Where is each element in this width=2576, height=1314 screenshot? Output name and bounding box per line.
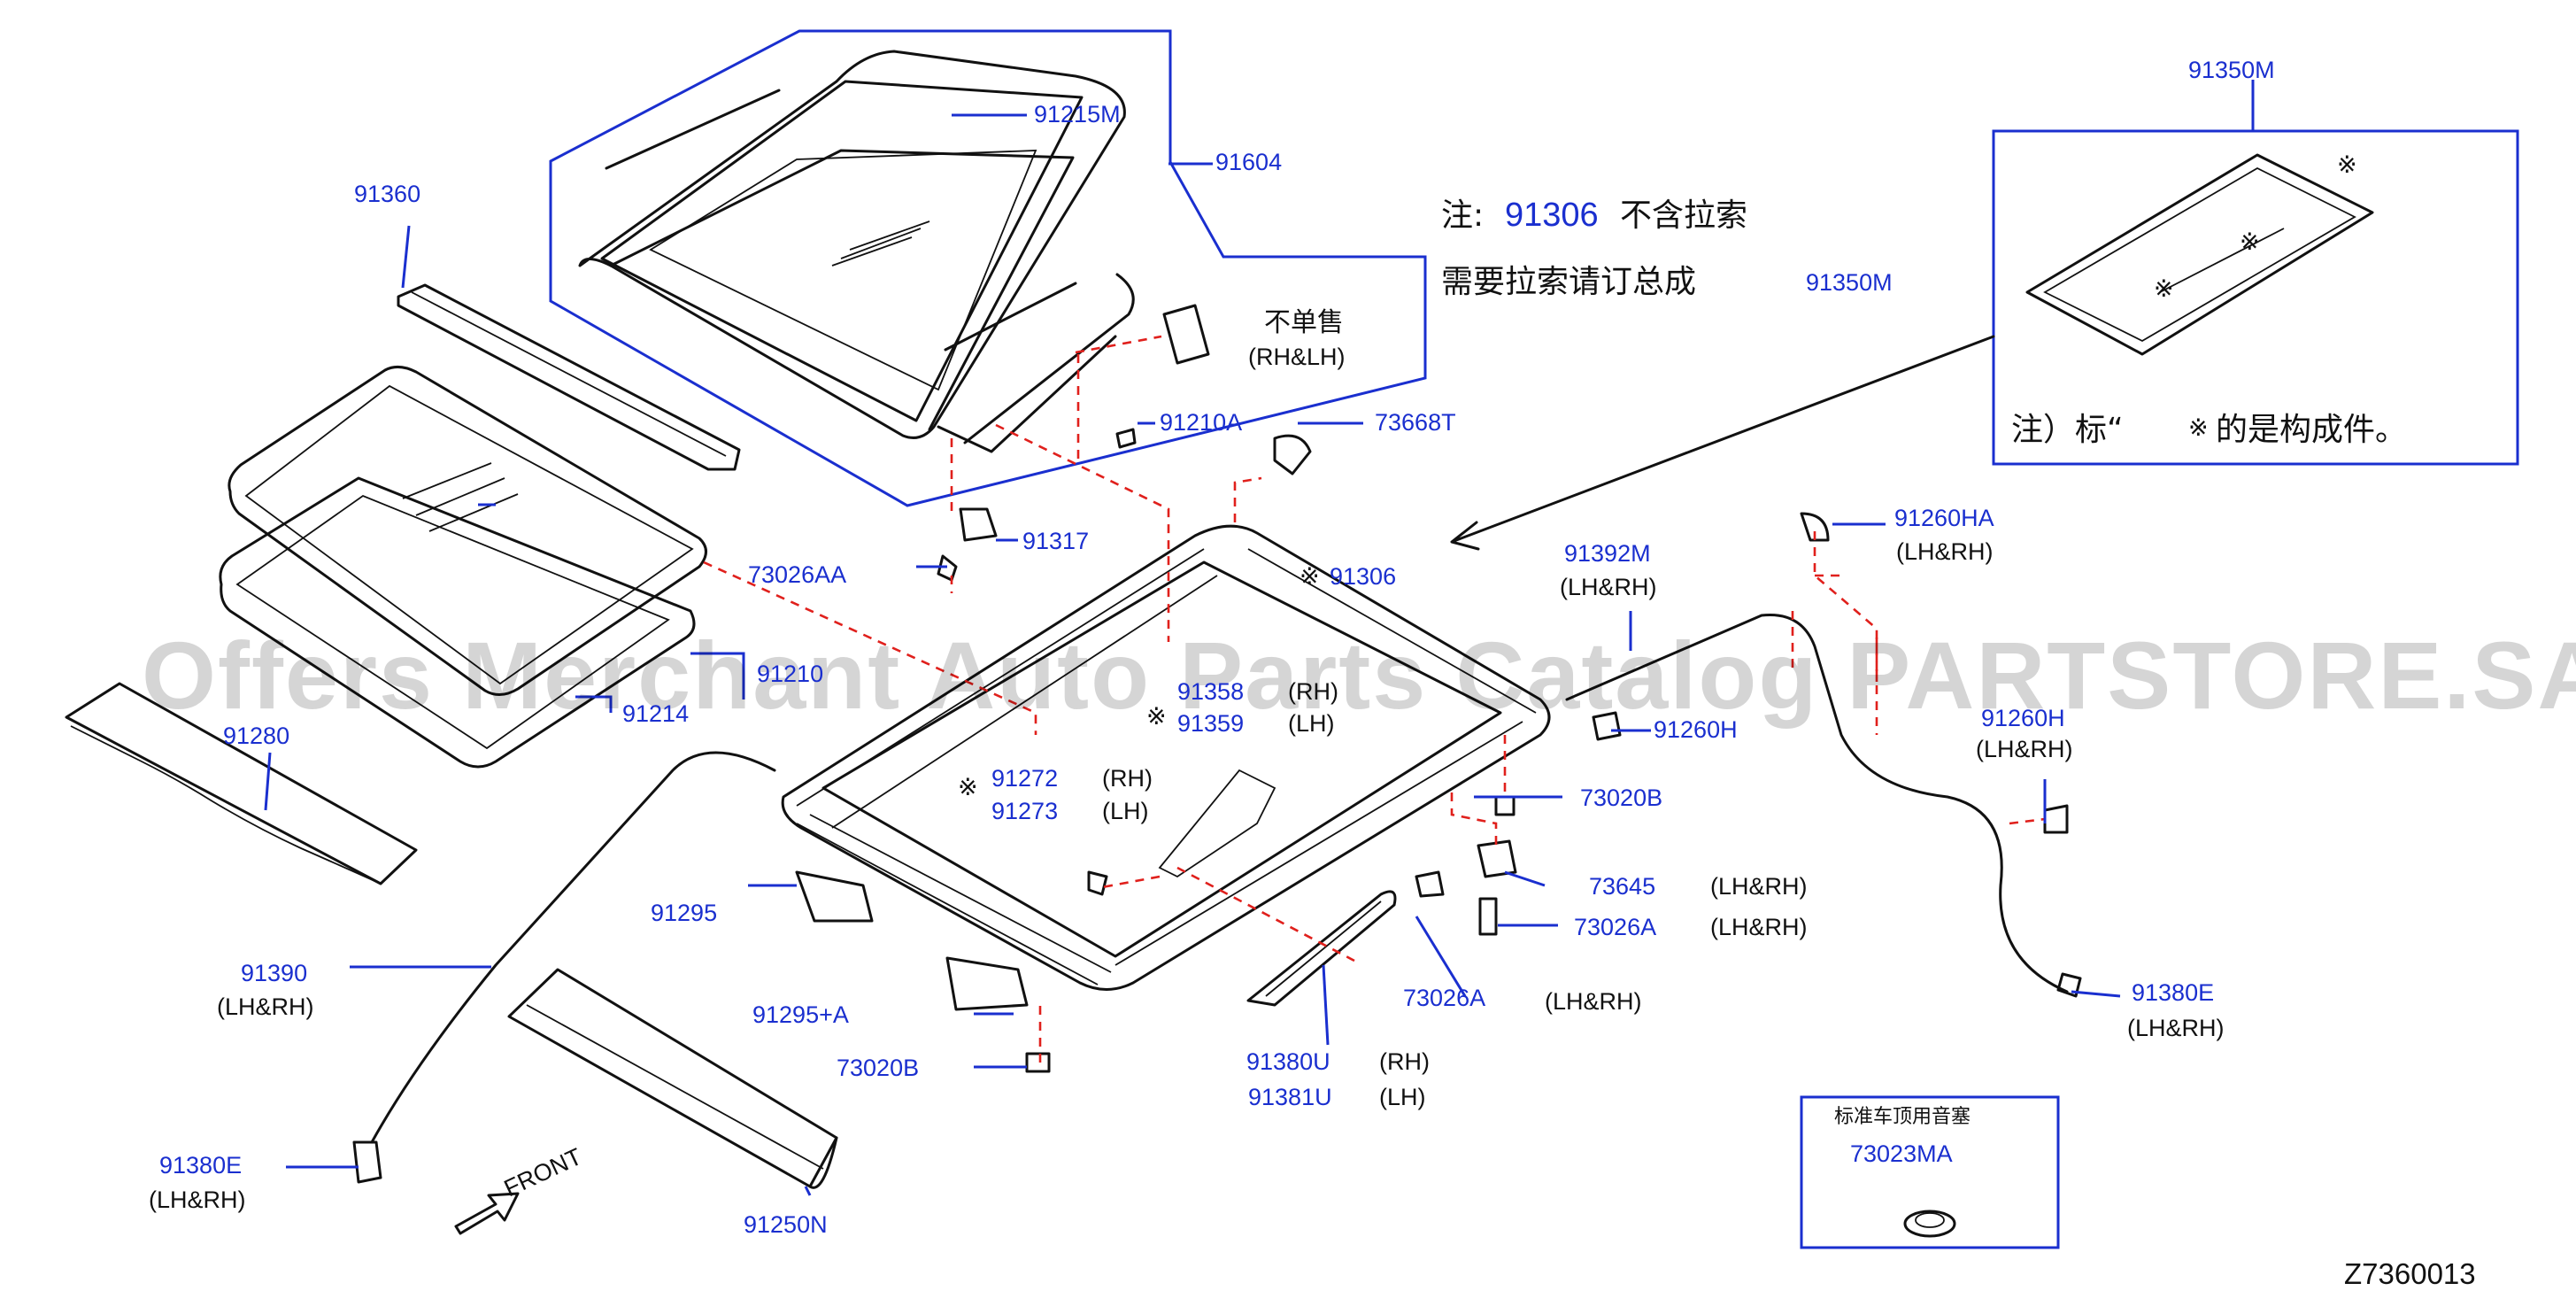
- note-part: 91306: [1505, 197, 1599, 234]
- callout-73020B-a: 73020B: [1580, 785, 1662, 811]
- callout-91295A: 91295+A: [752, 1001, 849, 1028]
- inset-title-part: 91350M: [2188, 57, 2275, 83]
- callout-91359: 91359: [1177, 710, 1244, 737]
- callout-91392M-side: (LH&RH): [1560, 574, 1657, 600]
- callout-91390-side: (LH&RH): [217, 993, 314, 1020]
- glass-assembly: [578, 50, 1135, 453]
- callout-91380E-l-side: (LH&RH): [149, 1186, 246, 1213]
- callout-91214: 91214: [622, 700, 689, 727]
- callout-91381U: 91381U: [1248, 1084, 1332, 1110]
- callout-91260H-b-side: (LH&RH): [1976, 736, 2073, 762]
- glass-assembly-frame: [549, 29, 1427, 507]
- assembly-lines: [703, 335, 2046, 1063]
- note-ref: 91350M: [1806, 269, 1893, 296]
- callout-91317: 91317: [1022, 528, 1089, 554]
- callout-73026A-b: 73026A: [1403, 985, 1485, 1011]
- callout-91360: 91360: [354, 181, 420, 207]
- callout-91392M: 91392M: [1564, 540, 1651, 567]
- sunroof-frame: [781, 524, 1551, 991]
- drain-hose-right: [1565, 613, 2069, 993]
- callout-73645-side: (LH&RH): [1710, 873, 1808, 900]
- callout-73026A-a: 73026A: [1574, 914, 1656, 940]
- callout-91380U-side: (RH): [1379, 1048, 1430, 1075]
- callout-73668T: 73668T: [1375, 409, 1456, 436]
- leader-lines: [264, 80, 2255, 1196]
- note-line2: 需要拉索请订总成: [1441, 264, 1696, 300]
- std-box-part: 73023MA: [1850, 1140, 1953, 1167]
- inset-mark-2: ※: [2240, 228, 2260, 255]
- callout-91272: 91272: [991, 765, 1058, 792]
- seal-strip: [65, 682, 418, 885]
- callout-73645: 73645: [1589, 873, 1655, 900]
- callout-91260H-a: 91260H: [1654, 716, 1738, 743]
- callout-91260HA: 91260HA: [1894, 505, 1994, 531]
- diagram-id: Z7360013: [2344, 1257, 2476, 1290]
- side-rail-trim: [1246, 890, 1397, 1007]
- callout-91390: 91390: [241, 960, 307, 986]
- glass-panel: [219, 366, 707, 769]
- inset-note-mark: ※: [2188, 414, 2209, 441]
- inset-mark-1: ※: [2337, 151, 2357, 178]
- callout-91358: 91358: [1177, 678, 1244, 705]
- callout-73026A-a-side: (LH&RH): [1710, 914, 1808, 940]
- callout-91272-side: (RH): [1102, 765, 1153, 792]
- std-box-frame: [1800, 1095, 2060, 1249]
- callout-91306: 91306: [1330, 563, 1396, 590]
- callout-91260H-b: 91260H: [1981, 705, 2065, 731]
- callout-91273-side: (LH): [1102, 798, 1149, 824]
- callout-91260HA-side: (LH&RH): [1896, 538, 1994, 565]
- callout-73026AA: 73026AA: [748, 561, 846, 588]
- mark-91359: ※: [1146, 703, 1167, 730]
- std-box-title: 标准车顶用音塞: [1834, 1106, 1971, 1128]
- inset-mark-3: ※: [2154, 275, 2174, 302]
- inset-note-suffix: 的是构成件。: [2216, 412, 2407, 448]
- callout-91358-side: (RH): [1288, 678, 1338, 705]
- pointer-arrow: [1450, 335, 1995, 551]
- callout-91604: 91604: [1215, 149, 1282, 175]
- note-line1-suffix: 不含拉索: [1620, 197, 1747, 234]
- callout-73026A-b-side: (LH&RH): [1545, 988, 1642, 1015]
- front-arrow: [454, 1192, 520, 1235]
- not-sold-side: (RH&LH): [1248, 344, 1346, 370]
- mark-91272: ※: [958, 774, 978, 800]
- callout-91380U: 91380U: [1246, 1048, 1330, 1075]
- inset-note-prefix: 注）标“: [2011, 412, 2124, 448]
- callout-91210: 91210: [757, 661, 823, 687]
- callout-91380E-r-side: (LH&RH): [2127, 1015, 2225, 1041]
- callout-91215M: 91215M: [1034, 101, 1121, 128]
- front-label: FRONT: [500, 1143, 586, 1202]
- sunshade: [507, 968, 838, 1189]
- note-prefix: 注:: [1441, 197, 1484, 234]
- callout-91380E-r: 91380E: [2132, 979, 2214, 1006]
- callout-91381U-side: (LH): [1379, 1084, 1426, 1110]
- callout-91210A: 91210A: [1160, 409, 1242, 436]
- watermark: Offers Merchant Auto Parts Catalog PARTS…: [142, 622, 2576, 729]
- not-sold-text: 不单售: [1264, 307, 1344, 338]
- deflector-strip: [397, 283, 741, 471]
- callout-91280: 91280: [223, 723, 289, 749]
- callout-91250N: 91250N: [744, 1211, 828, 1238]
- inset-frame-drawing: [2025, 153, 2374, 356]
- callout-91295: 91295: [651, 900, 717, 926]
- callout-91359-side: (LH): [1288, 710, 1335, 737]
- callout-91273: 91273: [991, 798, 1058, 824]
- mark-91306: ※: [1300, 563, 1320, 590]
- drain-hose-left: [370, 751, 776, 1144]
- inset-frame: [1992, 129, 2519, 466]
- callout-91380E-l: 91380E: [159, 1152, 242, 1179]
- callout-73020B-b: 73020B: [837, 1055, 919, 1081]
